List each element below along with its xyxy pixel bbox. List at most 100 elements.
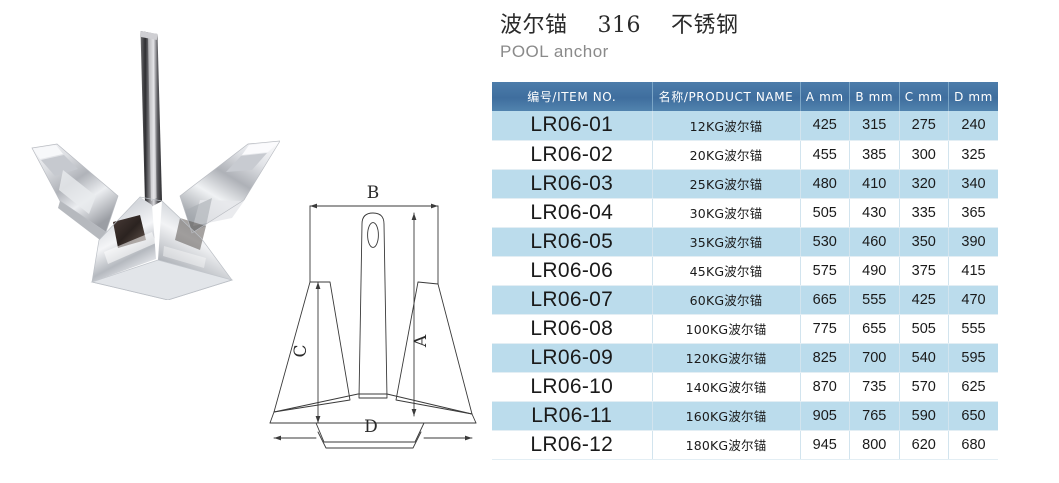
cell-dim-d: 325: [948, 140, 998, 170]
specification-table: 编号/ITEM NO. 名称/PRODUCT NAME A mm B mm C …: [492, 82, 998, 460]
cell-dim-b: 490: [849, 256, 900, 286]
cell-item-no: LR06-12: [492, 430, 653, 460]
column-header-item[interactable]: 编号/ITEM NO.: [492, 82, 653, 111]
cell-dim-a: 870: [800, 372, 850, 402]
table-header: 编号/ITEM NO. 名称/PRODUCT NAME A mm B mm C …: [492, 82, 998, 111]
cell-product-name: 20KG波尔锚: [652, 140, 801, 170]
product-photo: [0, 0, 280, 300]
dimension-label-d: D: [364, 417, 378, 437]
cell-dim-c: 590: [899, 401, 949, 431]
cell-item-no: LR06-11: [492, 401, 653, 431]
page-title: 波尔锚 316 不锈钢: [500, 13, 739, 38]
cell-dim-b: 800: [849, 430, 900, 460]
table-header-row: 编号/ITEM NO. 名称/PRODUCT NAME A mm B mm C …: [492, 82, 998, 111]
cell-product-name: 180KG波尔锚: [652, 430, 801, 460]
dimension-label-a: A: [411, 334, 431, 348]
cell-product-name: 60KG波尔锚: [652, 285, 801, 315]
cell-dim-a: 575: [800, 256, 850, 286]
cell-item-no: LR06-05: [492, 227, 653, 257]
cell-dim-c: 540: [899, 343, 949, 373]
cell-dim-c: 425: [899, 285, 949, 315]
cell-dim-a: 905: [800, 401, 850, 431]
cell-item-no: LR06-10: [492, 372, 653, 402]
cell-product-name: 45KG波尔锚: [652, 256, 801, 286]
spec-table-container: 编号/ITEM NO. 名称/PRODUCT NAME A mm B mm C …: [492, 82, 998, 482]
dimension-label-c: C: [291, 344, 311, 357]
column-header-b[interactable]: B mm: [849, 82, 900, 111]
cell-dim-c: 375: [899, 256, 949, 286]
cell-dim-c: 570: [899, 372, 949, 402]
cell-dim-d: 625: [948, 372, 998, 402]
cell-dim-b: 315: [849, 111, 900, 141]
cell-dim-a: 455: [800, 140, 850, 170]
cell-product-name: 140KG波尔锚: [652, 372, 801, 402]
cell-dim-b: 765: [849, 401, 900, 431]
cell-dim-a: 825: [800, 343, 850, 373]
cell-item-no: LR06-03: [492, 169, 653, 199]
cell-dim-c: 320: [899, 169, 949, 199]
cell-item-no: LR06-07: [492, 285, 653, 315]
cell-dim-a: 775: [800, 314, 850, 344]
anchor-line-drawing: B C A D: [269, 183, 477, 449]
cell-dim-b: 700: [849, 343, 900, 373]
cell-item-no: LR06-01: [492, 111, 653, 141]
cell-item-no: LR06-09: [492, 343, 653, 373]
cell-dim-c: 275: [899, 111, 949, 141]
cell-dim-d: 680: [948, 430, 998, 460]
cell-dim-a: 505: [800, 198, 850, 228]
column-header-c[interactable]: C mm: [899, 82, 949, 111]
cell-dim-c: 335: [899, 198, 949, 228]
cell-dim-c: 300: [899, 140, 949, 170]
cell-dim-b: 460: [849, 227, 900, 257]
cell-dim-a: 480: [800, 169, 850, 199]
cell-product-name: 12KG波尔锚: [652, 111, 801, 141]
cell-dim-b: 555: [849, 285, 900, 315]
column-header-a[interactable]: A mm: [800, 82, 850, 111]
cell-dim-d: 595: [948, 343, 998, 373]
cell-product-name: 120KG波尔锚: [652, 343, 801, 373]
cell-dim-d: 240: [948, 111, 998, 141]
cell-dim-d: 390: [948, 227, 998, 257]
cell-dim-b: 385: [849, 140, 900, 170]
cell-product-name: 100KG波尔锚: [652, 314, 801, 344]
column-header-d[interactable]: D mm: [954, 89, 993, 104]
cell-dim-d: 340: [948, 169, 998, 199]
cell-item-no: LR06-08: [492, 314, 653, 344]
title-block: 波尔锚 316 不锈钢 POOL anchor: [500, 12, 1000, 63]
cell-item-no: LR06-04: [492, 198, 653, 228]
cell-product-name: 35KG波尔锚: [652, 227, 801, 257]
anchor-photo-image: [0, 0, 280, 300]
cell-dim-a: 665: [800, 285, 850, 315]
cell-dim-b: 735: [849, 372, 900, 402]
cell-dim-b: 410: [849, 169, 900, 199]
column-header-name[interactable]: 名称/PRODUCT NAME: [652, 82, 801, 111]
cell-product-name: 25KG波尔锚: [652, 169, 801, 199]
cell-dim-d: 470: [948, 285, 998, 315]
dimension-label-b: B: [367, 183, 380, 203]
page-subtitle: POOL anchor: [500, 42, 609, 61]
cell-dim-c: 620: [899, 430, 949, 460]
cell-dim-a: 530: [800, 227, 850, 257]
cell-dim-d: 365: [948, 198, 998, 228]
cell-dim-a: 425: [800, 111, 850, 141]
cell-item-no: LR06-06: [492, 256, 653, 286]
cell-dim-d: 555: [948, 314, 998, 344]
cell-dim-d: 415: [948, 256, 998, 286]
cell-product-name: 30KG波尔锚: [652, 198, 801, 228]
cell-dim-d: 650: [948, 401, 998, 431]
cell-item-no: LR06-02: [492, 140, 653, 170]
